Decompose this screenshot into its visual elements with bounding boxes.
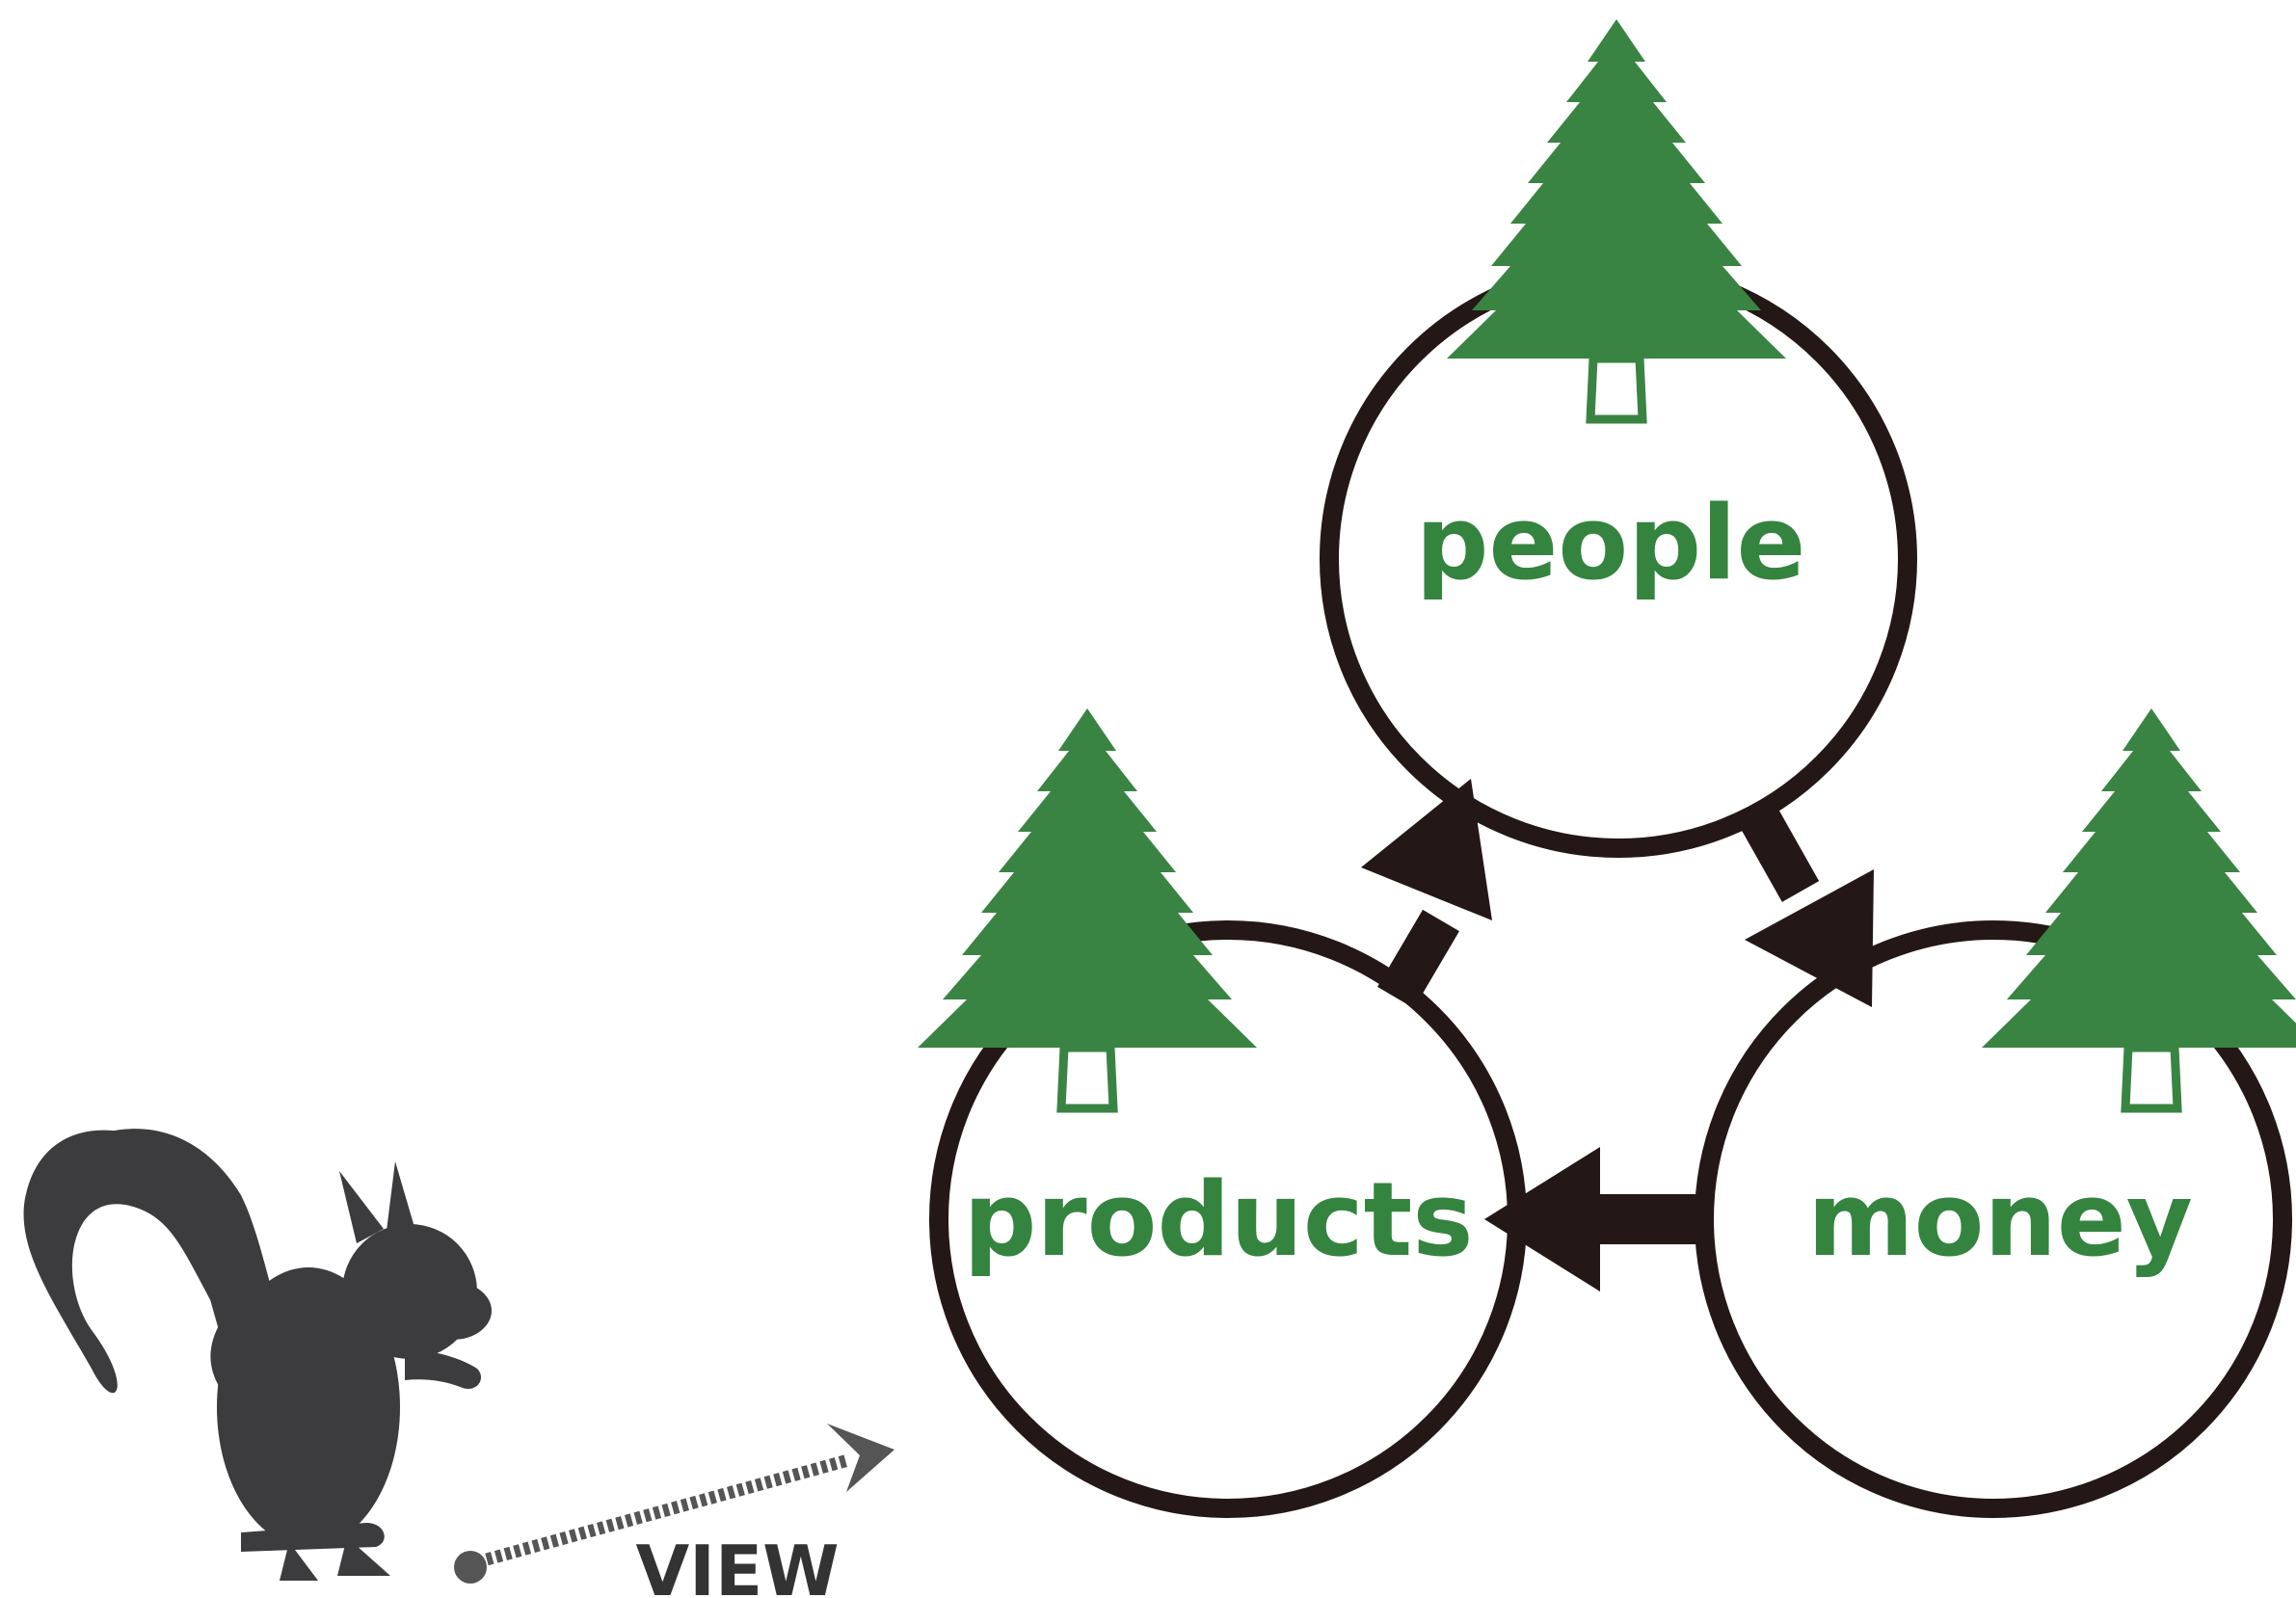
squirrel-icon	[23, 1129, 492, 1581]
arrow-money-to-products	[1484, 1147, 1704, 1292]
money-label: money	[1807, 1160, 2193, 1279]
people-label: people	[1416, 484, 1806, 602]
products-label: products	[964, 1160, 1474, 1279]
arrow-people-to-money	[1735, 799, 1874, 1007]
arrow-products-to-people	[1361, 779, 1492, 1009]
view-label: VIEW	[635, 1531, 839, 1598]
view-arrow	[454, 1424, 894, 1584]
